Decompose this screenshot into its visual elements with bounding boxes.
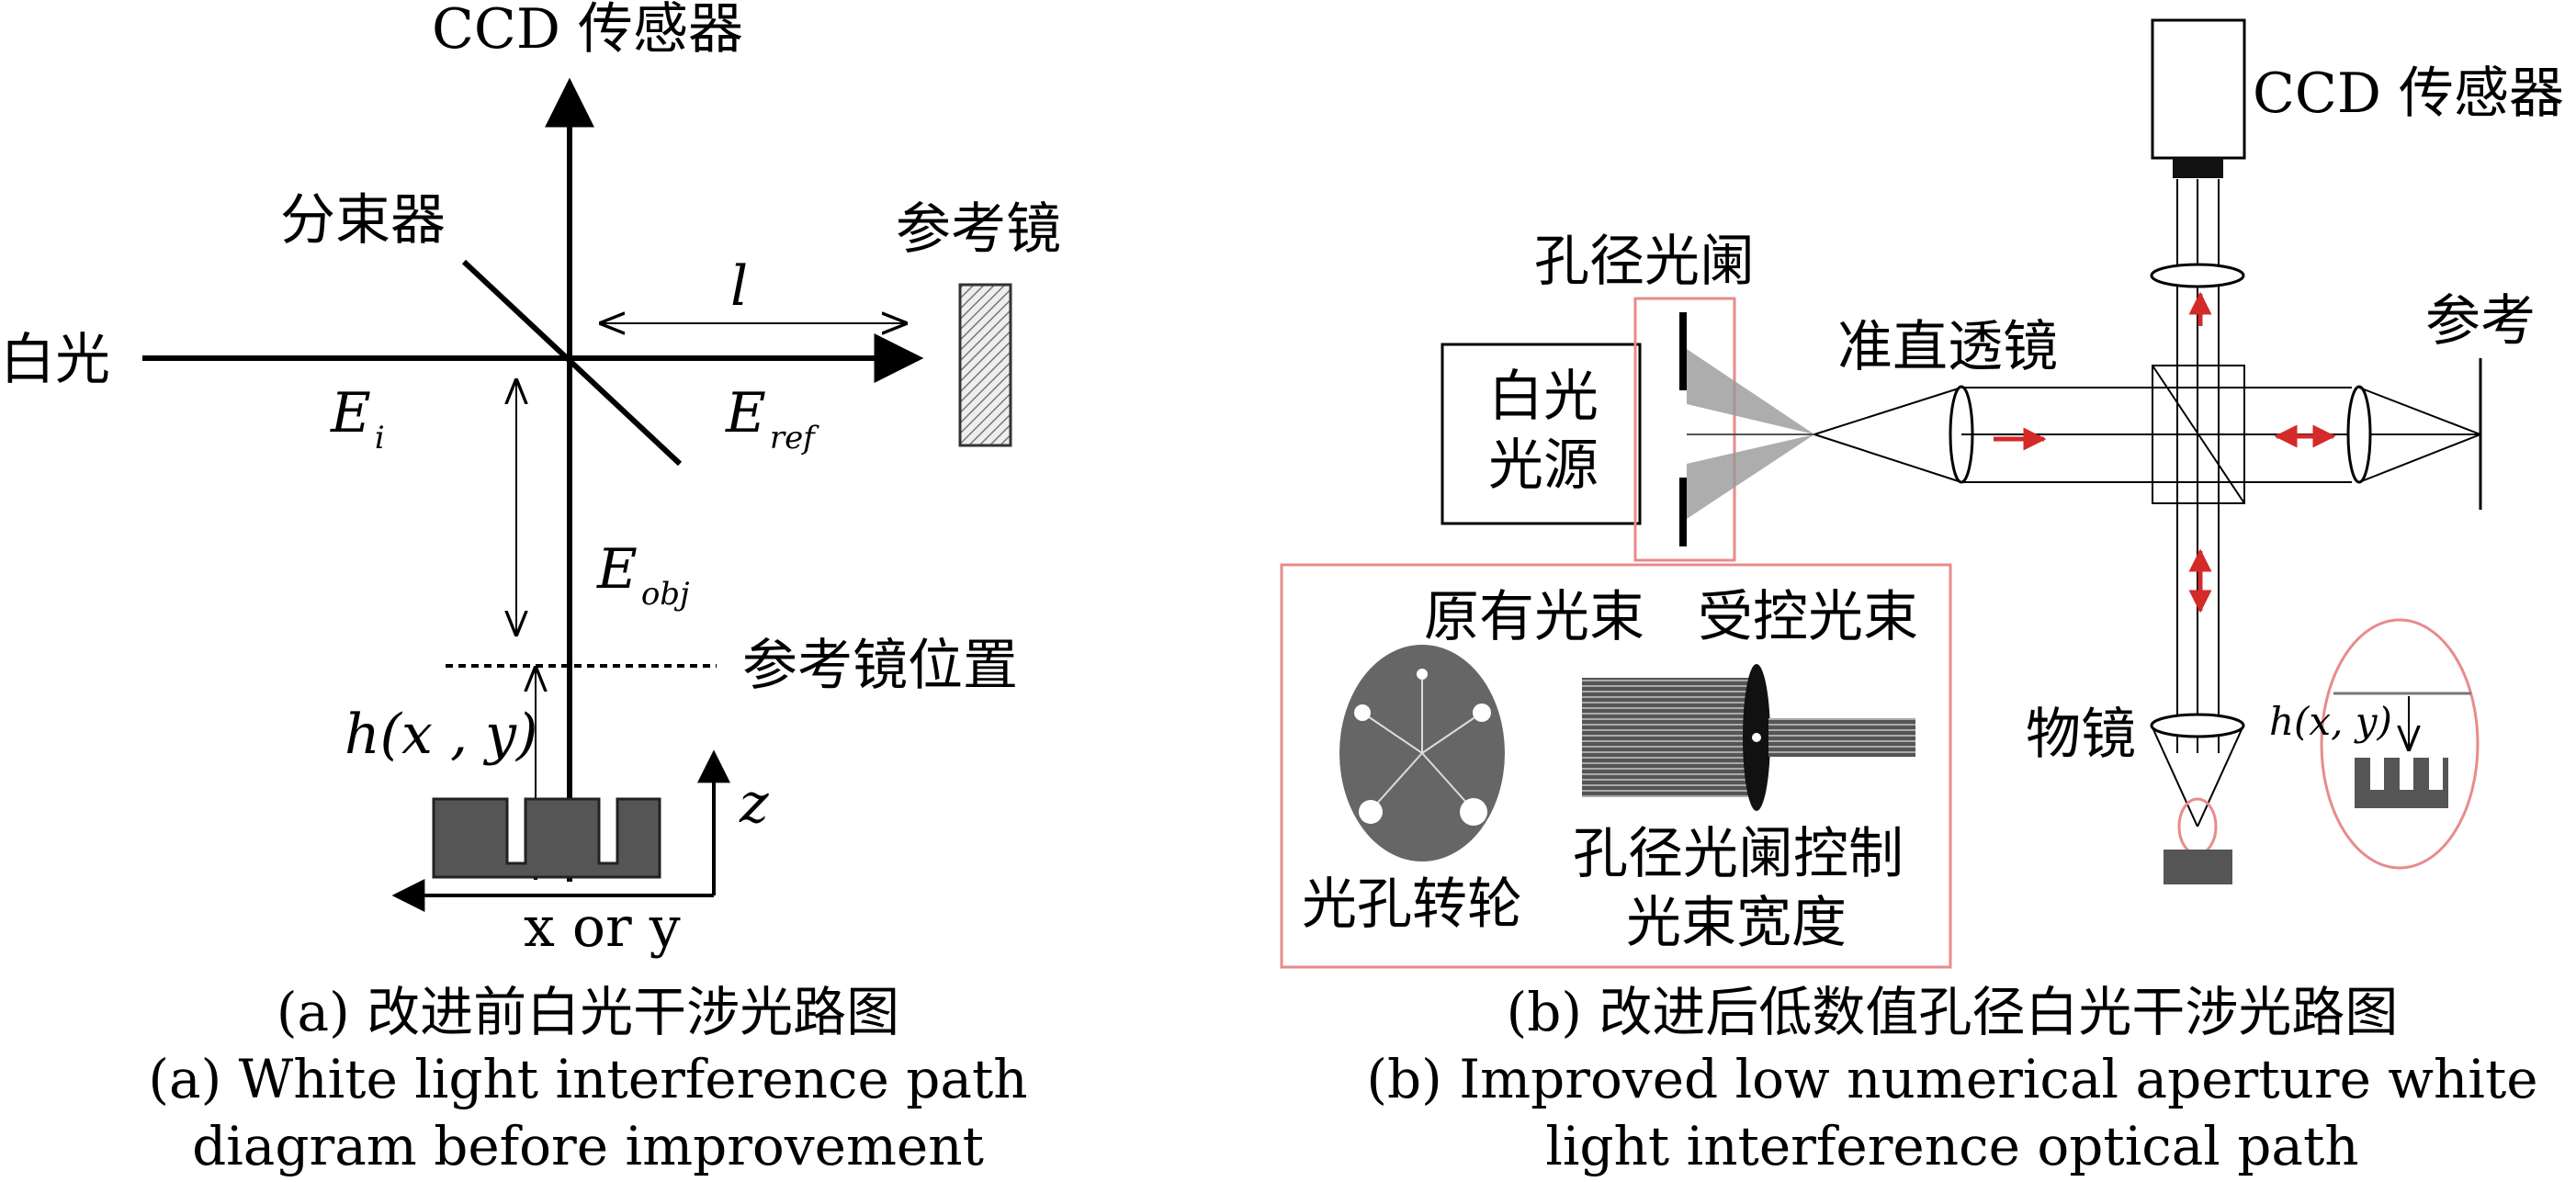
objective-ray-left [2151,725,2198,827]
original-beam-label: 原有光束 [1424,585,1644,649]
z-axis-label: z [739,771,769,836]
original-beam-bundle [1582,678,1761,797]
reference-position-label: 参考镜位置 [742,634,1018,698]
ccd-focusing-lens [2150,263,2245,288]
x-axis-label: x or y [524,895,681,960]
wheel-label: 光孔转轮 [1302,872,1522,937]
sample-surface [432,797,661,879]
diverging-ray-bottom [1813,433,1962,483]
wheel-hole-5 [1460,798,1487,826]
aperture-highlight-box [1633,297,1736,562]
caption-a-cn: (a) 改进前白光干涉光路图 [277,981,899,1043]
inset-height-label: h(x, y) [2269,699,2392,744]
lower-beam-cone [1687,434,1814,519]
controlled-beam-bundle [1768,718,1915,757]
wheel-hole-2 [1354,704,1371,721]
ccd-camera-lens [2173,158,2223,178]
aperture-wheel-spokes [1367,680,1477,807]
diverging-ray-top [1813,387,1962,435]
wheel-hole-3 [1473,704,1491,722]
reference-lens [2346,385,2372,484]
inset-sample-surface [2355,758,2448,808]
reference-label-b: 参考 [2425,289,2536,354]
wheel-hole-4 [1359,800,1383,824]
path-length-label: l [730,254,748,319]
reference-ray-bottom [2358,433,2481,483]
beamsplitter-label: 分束器 [280,188,446,253]
reference-mirror-label: 参考镜 [896,197,1061,262]
controlled-beam-label: 受控光束 [1698,585,1918,649]
ccd-camera-body [2151,18,2246,160]
zoom-inset-highlight [2320,618,2480,870]
objective-lens [2150,713,2245,738]
beamsplitter-mirror [461,259,683,467]
panel-b: CCD 传感器 白光 光源 孔径光阑 准直透镜 [1280,18,2564,1177]
control-label-line2: 光束宽度 [1626,891,1847,955]
caption-b-en-line2: light interference optical path [1545,1115,2358,1177]
caption-a-en-line2: diagram before improvement [192,1115,984,1177]
control-label-line1: 孔径光阑控制 [1573,822,1904,886]
ccd-sensor-label-b: CCD 传感器 [2253,62,2564,126]
aperture-stop-label: 孔径光阑 [1534,230,1755,294]
sample-b [2164,850,2232,884]
source-label-line2: 光源 [1488,433,1599,498]
caption-b-cn: (b) 改进后低数值孔径白光干涉光路图 [1507,981,2399,1043]
caption-a-en-line1: (a) White light interference path [148,1048,1027,1110]
source-label-line1: 白光 [1488,365,1599,429]
aperture-detail-box [1280,563,1952,969]
height-label: h(x , y) [345,703,537,767]
wheel-hole-1 [1417,669,1428,680]
white-light-source-box [1441,343,1642,525]
ccd-sensor-label: CCD 传感器 [432,0,743,62]
objective-ray-right [2197,725,2244,827]
white-light-label: 白光 [0,328,110,392]
reference-ray-top [2358,387,2481,435]
objective-label: 物镜 [2026,703,2136,767]
reference-mirror [958,283,1012,447]
upper-beam-cone [1687,349,1814,434]
aperture-iris-opening [1752,733,1761,742]
collimator-label: 准直透镜 [1837,315,2058,379]
caption-b-en-line1: (b) Improved low numerical aperture whit… [1366,1048,2537,1110]
